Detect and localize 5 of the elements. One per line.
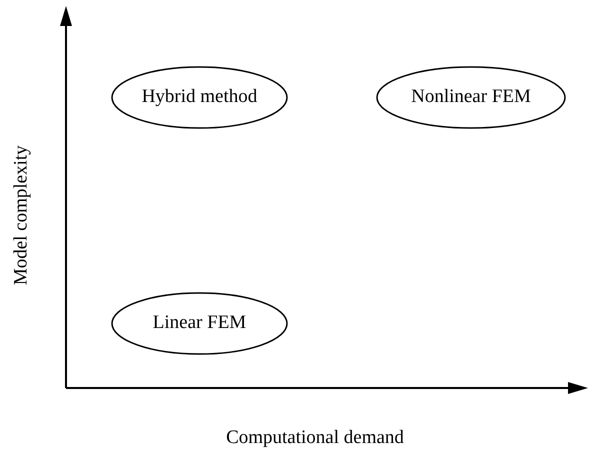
y-axis-label: Model complexity (10, 145, 33, 285)
node-label: Hybrid method (142, 85, 258, 110)
node-label: Linear FEM (152, 311, 246, 336)
node-label: Nonlinear FEM (411, 85, 531, 110)
x-axis-label: Computational demand (226, 426, 404, 450)
